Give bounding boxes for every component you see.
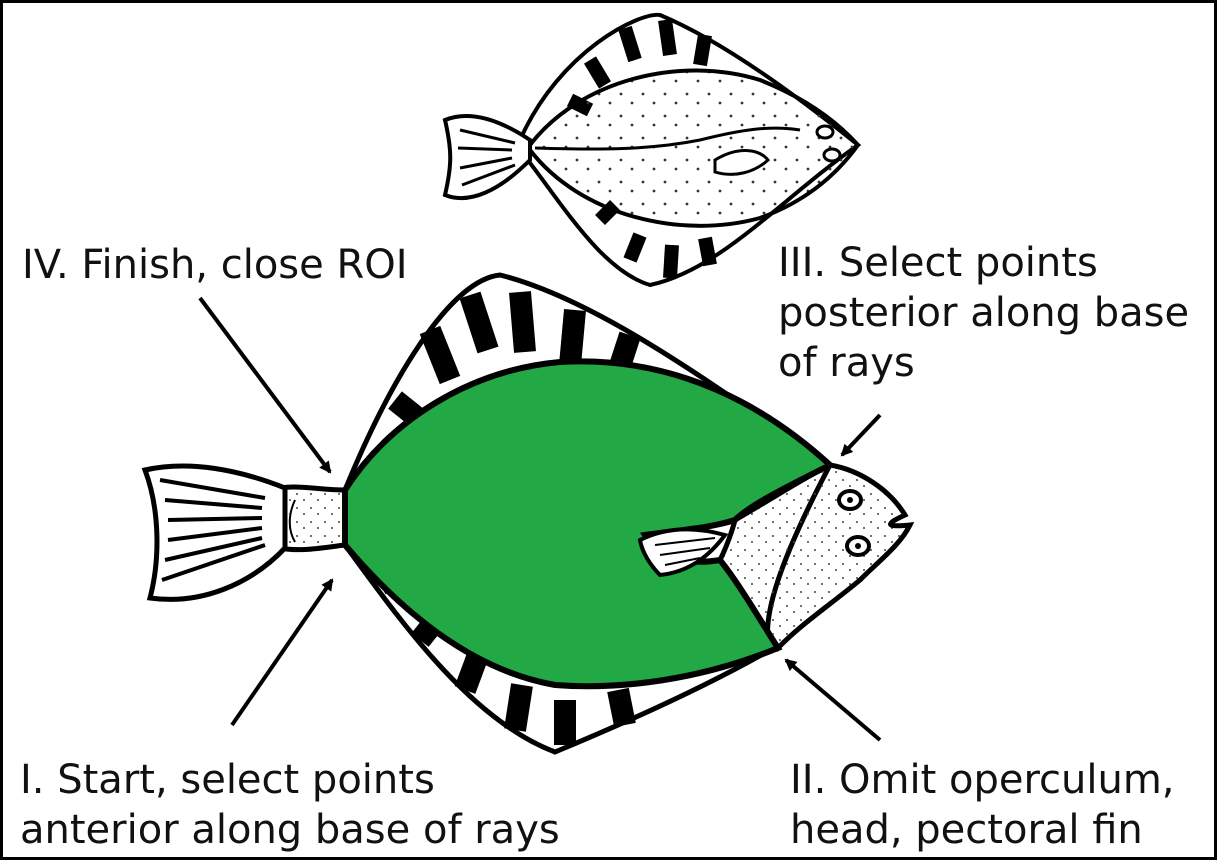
label-step-i: I. Start, select points anterior along b…	[20, 755, 560, 855]
arrow-step-iv	[200, 298, 330, 472]
label-step-iii-line-3: of rays	[778, 338, 1189, 388]
arrow-step-i	[232, 580, 332, 725]
label-step-i-line-1: I. Start, select points	[20, 755, 560, 805]
arrow-step-ii	[786, 660, 880, 740]
label-step-iii-line-2: posterior along base	[778, 288, 1189, 338]
label-step-i-line-2: anterior along base of rays	[20, 805, 560, 855]
label-step-iii-line-1: III. Select points	[778, 238, 1189, 288]
label-step-iv: IV. Finish, close ROI	[22, 240, 408, 290]
label-step-iv-line: IV. Finish, close ROI	[22, 240, 408, 290]
label-step-iii: III. Select points posterior along base …	[778, 238, 1189, 388]
label-step-ii-line-2: head, pectoral fin	[790, 805, 1175, 855]
label-step-ii-line-1: II. Omit operculum,	[790, 755, 1175, 805]
label-step-ii: II. Omit operculum, head, pectoral fin	[790, 755, 1175, 855]
arrow-step-iii	[842, 415, 880, 455]
reference-fish-tail	[445, 116, 530, 198]
